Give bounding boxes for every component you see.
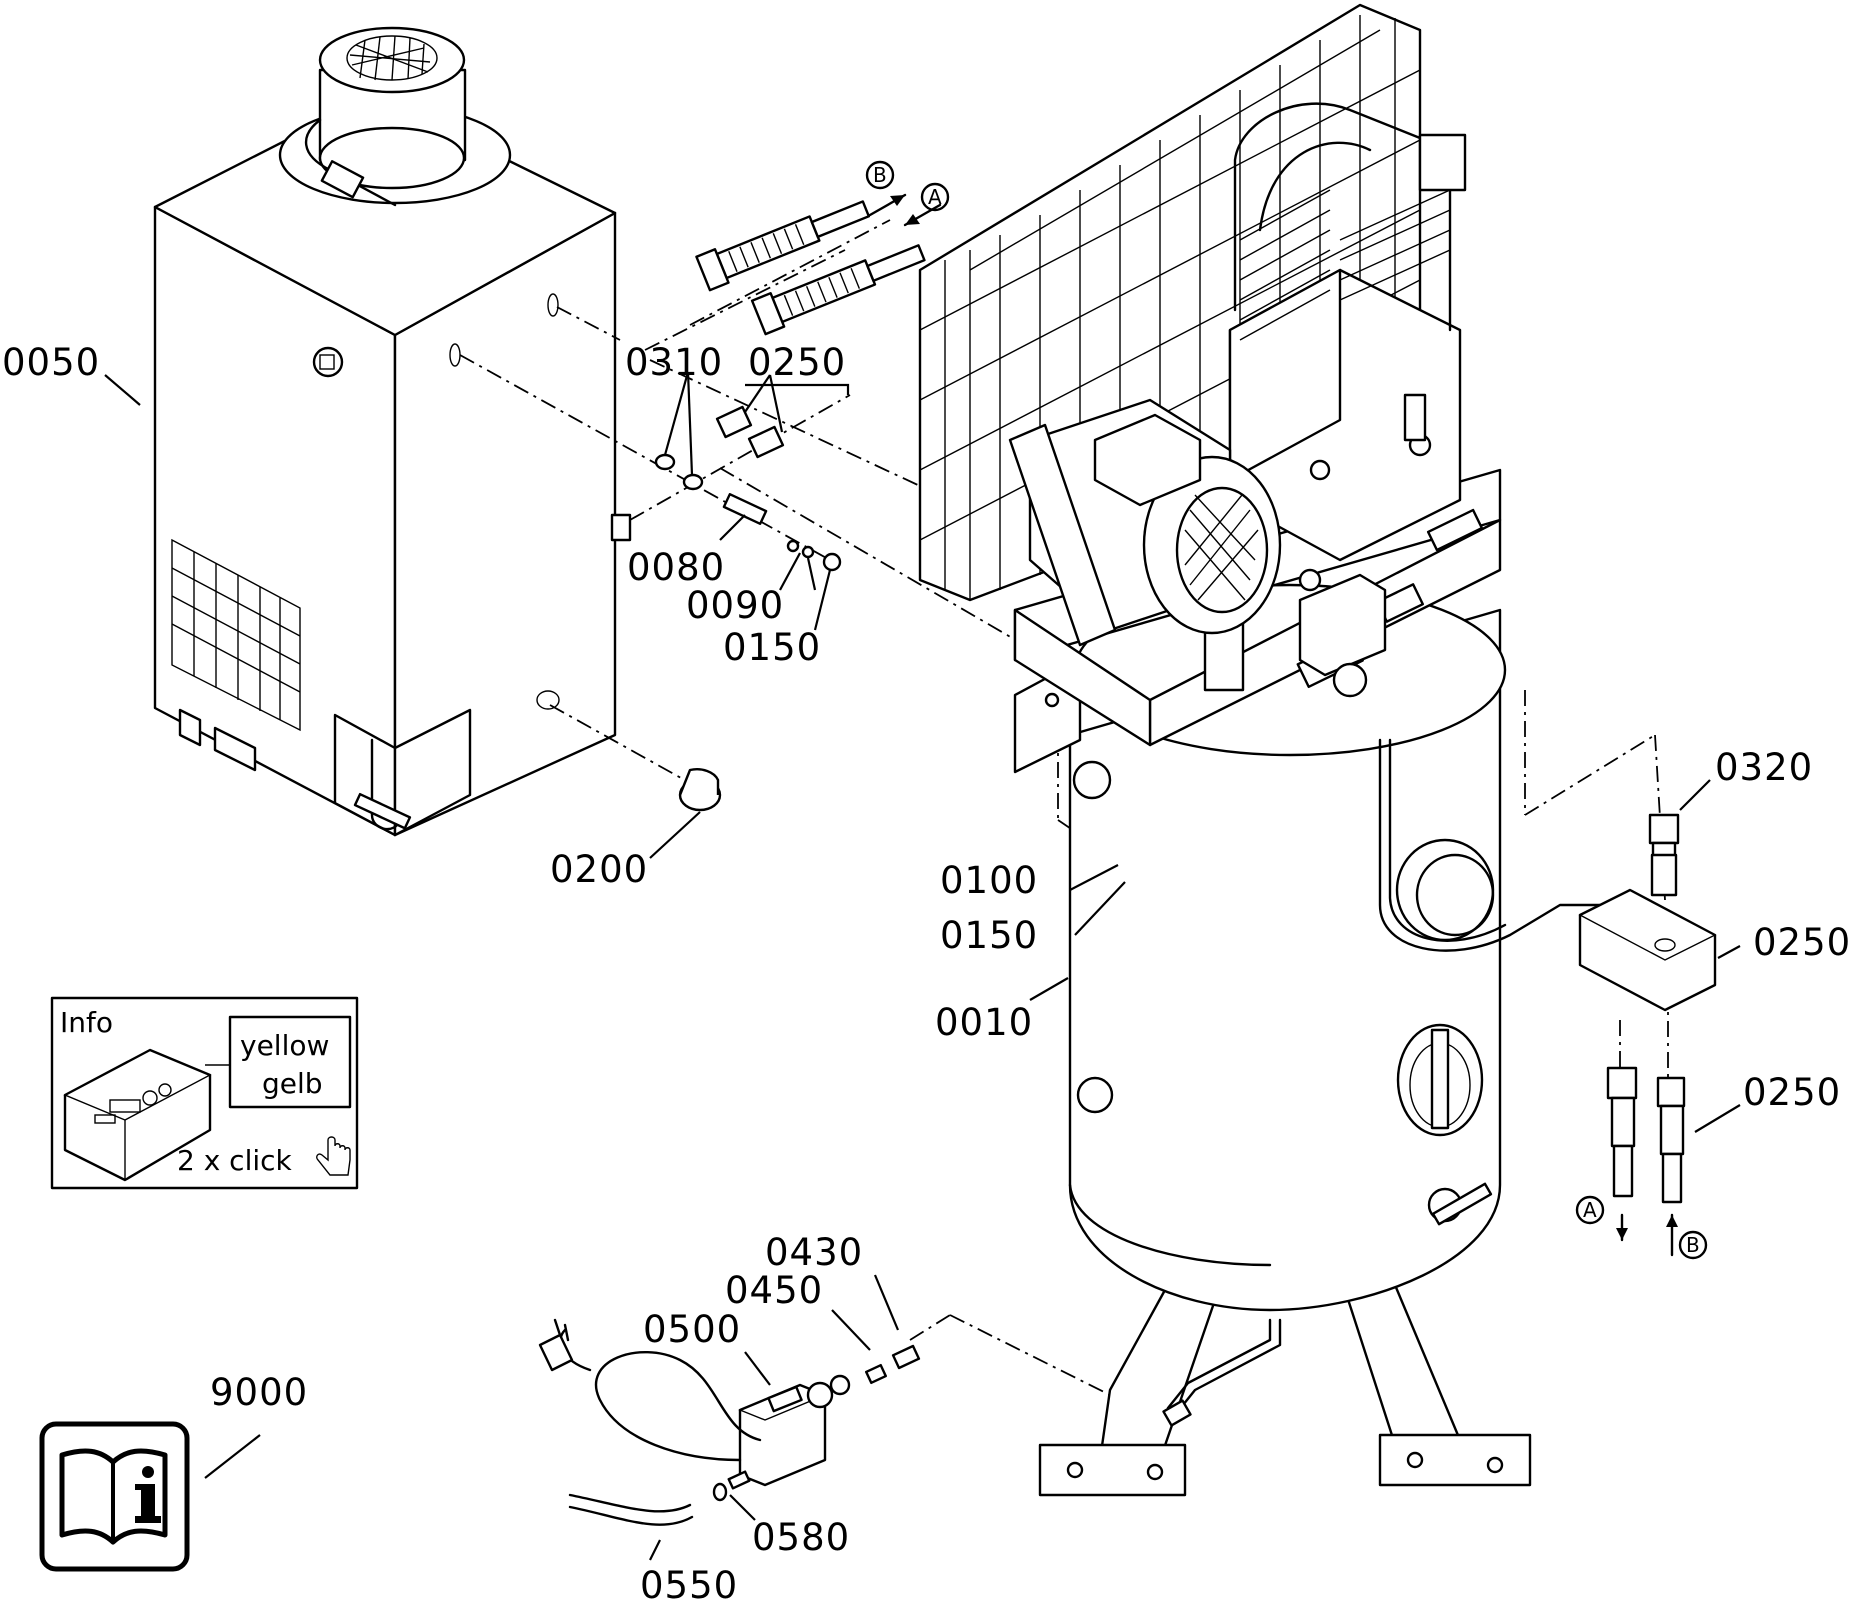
callout-0580: 0580 (752, 1516, 850, 1559)
callout-0310: 0310 (625, 341, 723, 384)
info-color-en: yellow (240, 1029, 329, 1062)
flow-mark-b-top: B (873, 163, 887, 187)
callout-0100: 0100 (940, 859, 1038, 902)
assembly-lines (459, 219, 1669, 1421)
dryer-hose-connectors[interactable] (695, 191, 942, 336)
electric-motor[interactable] (1008, 398, 1282, 647)
callout-0500: 0500 (643, 1308, 741, 1351)
callout-0430: 0430 (765, 1231, 863, 1274)
small-fittings[interactable] (654, 405, 842, 812)
info-hint: 2 x click (177, 1144, 293, 1177)
info-color-de: gelb (262, 1067, 323, 1100)
callout-0050: 0050 (2, 341, 100, 384)
flow-mark-a-top: A (928, 185, 942, 209)
callout-0010: 0010 (935, 1001, 1033, 1044)
compressor-air-receiver[interactable] (1013, 583, 1602, 1497)
flow-mark-b-bottom: B (1686, 1233, 1700, 1257)
info-title: Info (60, 1006, 113, 1039)
callout-0150-a: 0150 (723, 626, 821, 669)
flow-mark-a-bottom: A (1583, 1198, 1597, 1222)
manual-info-icon[interactable] (39, 1421, 190, 1572)
callout-0320: 0320 (1715, 746, 1813, 789)
condensate-drain[interactable] (538, 1318, 921, 1526)
callout-0250-top: 0250 (748, 341, 846, 384)
info-box[interactable]: Info yellow gelb 2 x click (50, 996, 359, 1190)
callout-labels: 0050 0310 0250 0080 0090 0150 0200 0100 … (2, 341, 1851, 1602)
callout-0250-low: 0250 (1743, 1071, 1841, 1114)
callout-0150-b: 0150 (940, 914, 1038, 957)
callout-0450: 0450 (725, 1269, 823, 1312)
callout-0090: 0090 (686, 584, 784, 627)
callout-0200: 0200 (550, 848, 648, 891)
leader-lines (104, 371, 1741, 1561)
callout-9000: 9000 (210, 1371, 308, 1414)
callout-0250-mid: 0250 (1753, 921, 1851, 964)
outlet-fittings[interactable] (1578, 813, 1717, 1257)
flow-markers: B A A B (865, 160, 1708, 1260)
refrigeration-dryer[interactable] (153, 26, 632, 837)
callout-0550: 0550 (640, 1564, 738, 1602)
hand-pointer-icon (316, 1136, 351, 1176)
callout-0080: 0080 (627, 546, 725, 589)
pressure-switch[interactable] (1298, 568, 1387, 698)
